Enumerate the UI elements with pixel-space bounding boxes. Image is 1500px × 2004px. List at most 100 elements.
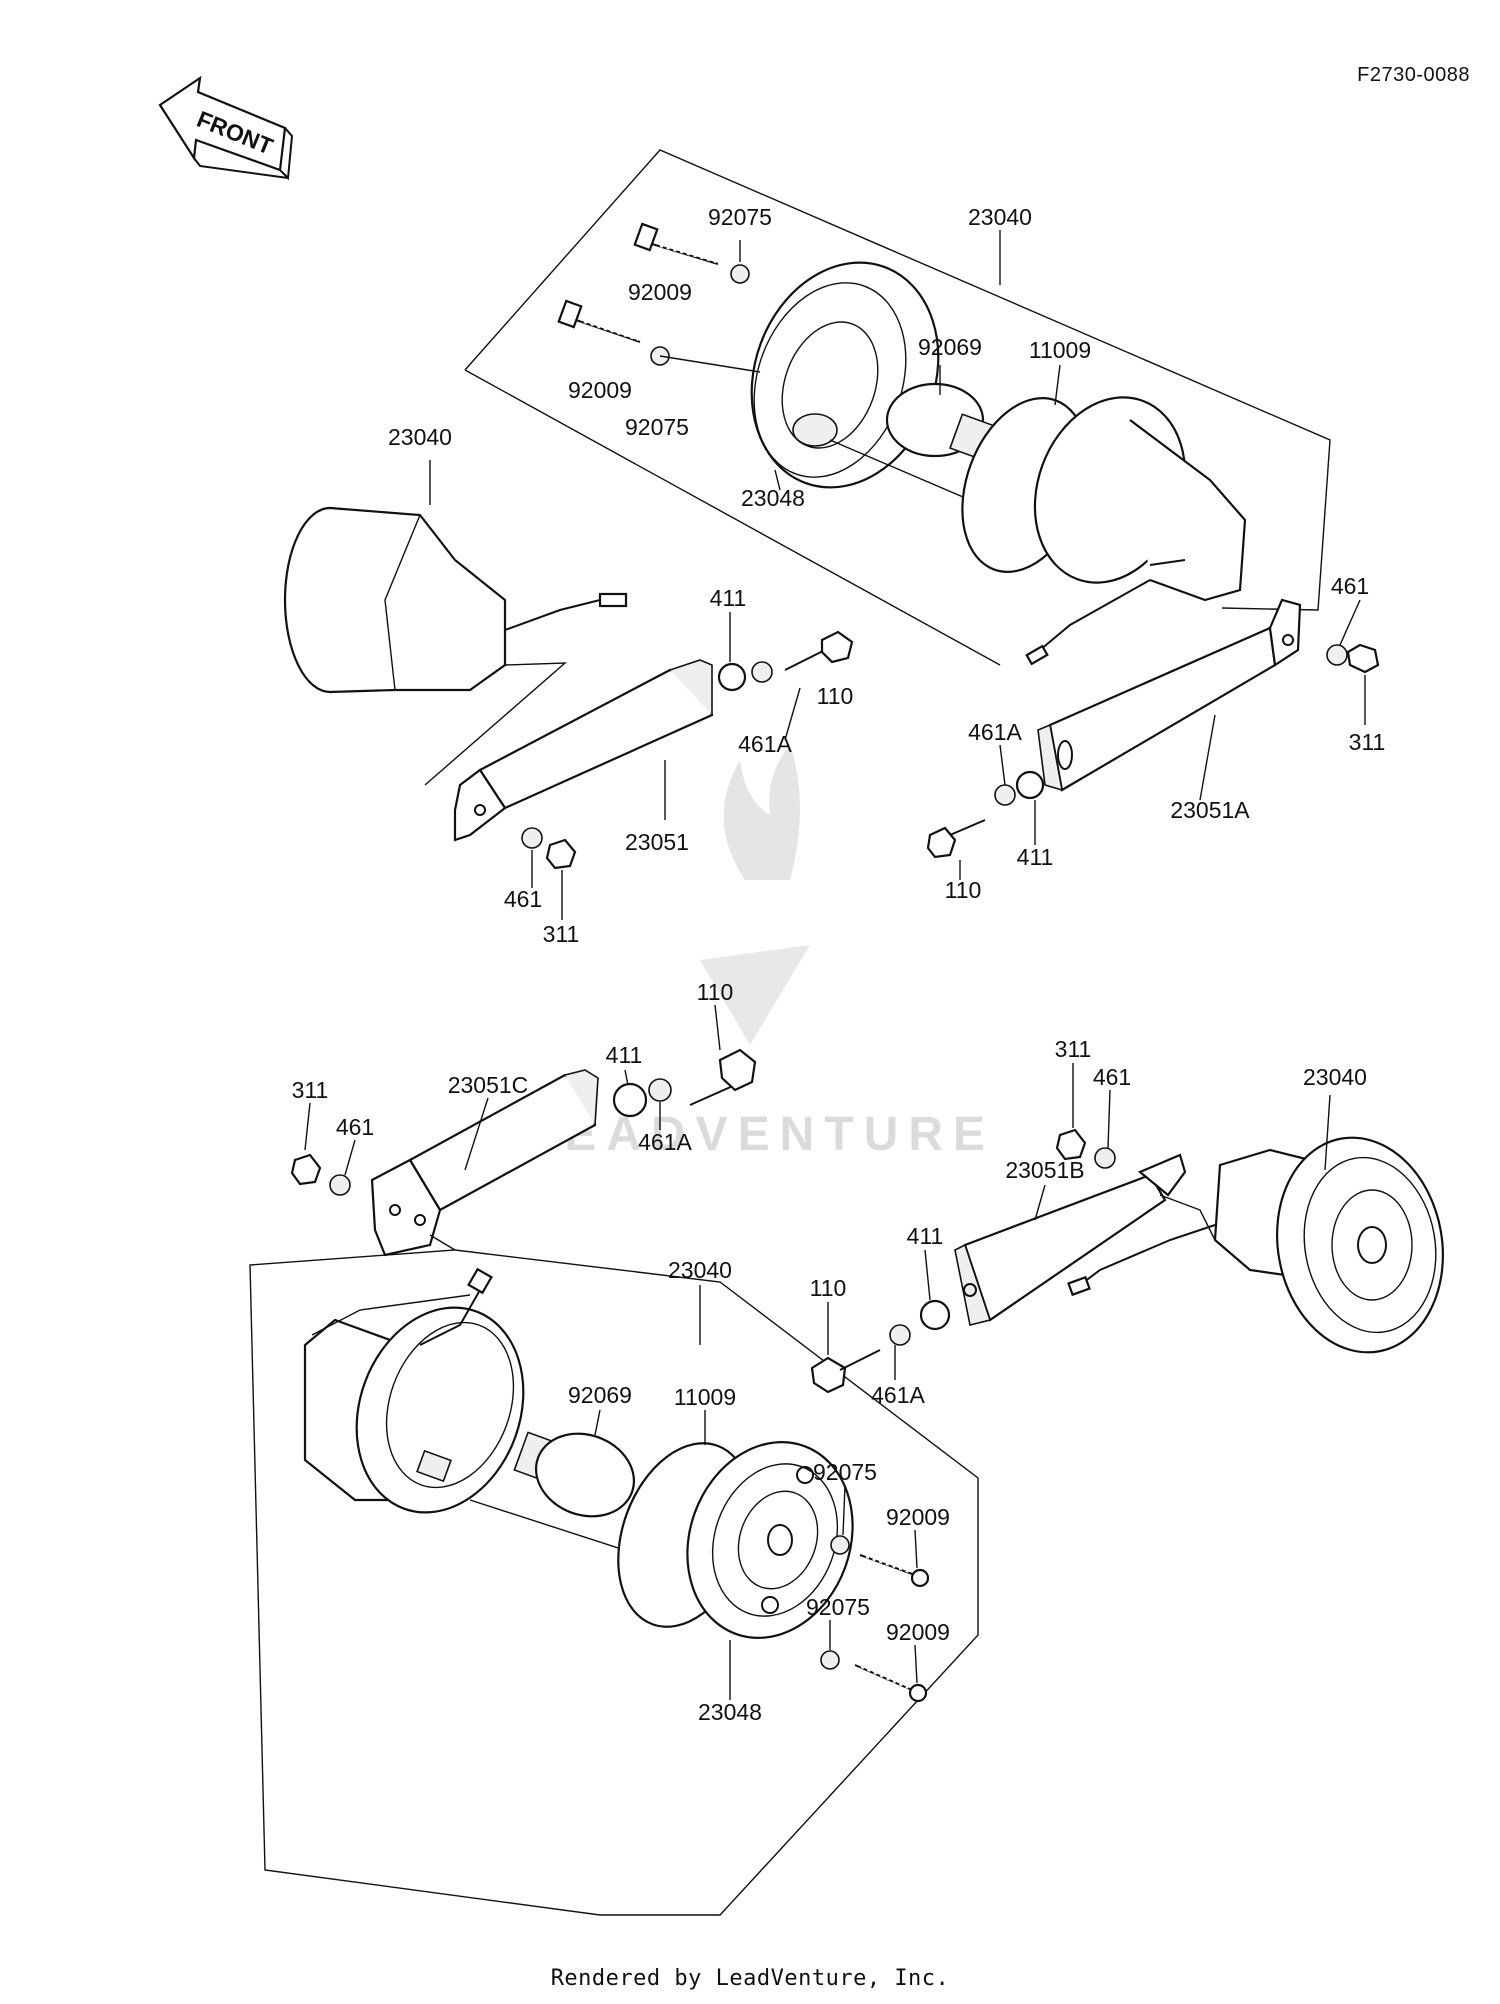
screw-92009-upper [633, 222, 719, 265]
group-outline-bottom-right [454, 1249, 979, 1916]
signal-housing-bottom [303, 1267, 525, 1514]
label-23040-top-right: 23040 [968, 204, 1032, 230]
nut-311-bottom-left [290, 1153, 322, 1186]
leader-line [659, 355, 761, 373]
watermark: LEADVENTURE [525, 745, 995, 1161]
label-23040-bottom: 23040 [668, 1257, 732, 1283]
washer-92075-bottom-upper [830, 1535, 850, 1555]
label-23048-bottom: 23048 [698, 1699, 762, 1725]
washer-461-bottom-left [329, 1174, 351, 1196]
stay-23051B [954, 1153, 1187, 1326]
washer-461-left [521, 827, 543, 849]
signal-housing-bottom-right [1067, 1136, 1445, 1354]
screw-92009-lower [557, 299, 641, 343]
watermark-text: LEADVENTURE [525, 1108, 995, 1161]
bulb-92069-top [885, 382, 1001, 463]
bulb-92069-bottom [513, 1431, 636, 1518]
group-outline-bottom-left [249, 1234, 601, 1916]
label-92075-bottom-upper: 92075 [813, 1459, 877, 1485]
label-92009-lower: 92009 [568, 377, 632, 403]
drawing-id: F2730-0088 [1357, 64, 1470, 86]
nut-311-right [1346, 643, 1380, 674]
label-23051A: 23051A [1170, 797, 1250, 823]
label-92075-upper: 92075 [708, 204, 772, 230]
leader-line [469, 1499, 641, 1556]
callout-labels: 23040 92075 92009 92009 92075 92069 1100… [292, 204, 1386, 1725]
washer-461A-right [994, 784, 1016, 806]
label-11009-bottom: 11009 [674, 1384, 736, 1410]
label-311-right: 311 [1349, 729, 1386, 755]
washer-411-left [717, 662, 747, 692]
label-23051B: 23051B [1005, 1157, 1084, 1183]
bolt-110-left [784, 630, 854, 671]
label-92009-bottom-lower: 92009 [886, 1619, 950, 1645]
bolt-110-bottom-left [689, 1048, 757, 1106]
label-92075-lower: 92075 [625, 414, 689, 440]
label-461A-right: 461A [968, 719, 1022, 745]
label-311-bottom-left: 311 [292, 1077, 329, 1103]
label-311-top-left: 311 [543, 921, 580, 947]
washer-92075-bottom-lower [820, 1650, 840, 1670]
label-110-top-left: 110 [817, 683, 854, 709]
nut-311-bottom-right [1055, 1128, 1087, 1161]
signal-housing-top-left [283, 506, 628, 694]
bolt-110-bottom-right [810, 1349, 881, 1394]
label-110-right: 110 [945, 877, 982, 903]
signal-housing-top-right [1025, 396, 1247, 666]
label-461-bottom-right: 461 [1093, 1064, 1131, 1090]
label-23040-bottom-right: 23040 [1303, 1064, 1367, 1090]
screw-92009-bottom-lower [854, 1664, 928, 1703]
label-411-bottom-right: 411 [907, 1223, 944, 1249]
stay-23051 [453, 659, 714, 842]
washer-461A-bottom-left [648, 1078, 672, 1102]
stay-23051A [1037, 598, 1302, 792]
label-411-bottom-left: 411 [606, 1042, 643, 1068]
footer-credit: Rendered by LeadVenture, Inc. [550, 1966, 950, 1991]
washer-461A-bottom-right [889, 1324, 911, 1346]
label-92009-upper: 92009 [628, 279, 692, 305]
washer-411-right [1015, 770, 1045, 800]
label-92069-top: 92069 [918, 334, 982, 360]
washer-92075-upper [730, 264, 750, 284]
lens-23048-bottom [686, 1441, 854, 1639]
washer-411-bottom-left [612, 1082, 648, 1118]
label-92009-bottom-upper: 92009 [886, 1504, 950, 1530]
label-411-top-left: 411 [710, 585, 747, 611]
washer-461-right [1326, 644, 1348, 666]
label-23051C: 23051C [448, 1072, 529, 1098]
lens-23048-top [750, 261, 940, 489]
washer-461-bottom-right [1094, 1147, 1116, 1169]
washer-411-bottom-right [919, 1299, 951, 1331]
label-110-bottom-left: 110 [697, 979, 734, 1005]
group-outline-left [424, 662, 567, 786]
group-outline-top-lower [464, 369, 1001, 666]
label-461A-bottom-right: 461A [871, 1382, 925, 1408]
v-watermark-icon [700, 945, 810, 1045]
label-311-bottom-right: 311 [1055, 1036, 1092, 1062]
nut-311-left [545, 838, 577, 870]
label-110-bottom-right: 110 [810, 1275, 847, 1301]
label-461A-bottom-left: 461A [638, 1129, 692, 1155]
label-461-bottom-left: 461 [336, 1114, 374, 1140]
label-461A-top-left: 461A [738, 731, 792, 757]
label-461-right: 461 [1331, 573, 1369, 599]
flame-watermark-icon [723, 745, 800, 880]
label-23040-top-left: 23040 [388, 424, 452, 450]
front-arrow-icon: FRONT [158, 75, 294, 181]
label-11009-top: 11009 [1029, 337, 1091, 363]
bolt-110-right [926, 819, 986, 859]
label-23048-top: 23048 [741, 485, 805, 511]
label-92069-bottom: 92069 [568, 1382, 632, 1408]
label-461-top-left: 461 [504, 886, 542, 912]
leader-line [1159, 1194, 1216, 1241]
label-92075-bottom-lower: 92075 [806, 1594, 870, 1620]
label-leaders [304, 230, 1366, 1700]
label-23051: 23051 [625, 829, 689, 855]
label-411-right: 411 [1017, 844, 1054, 870]
leader-line [311, 1294, 471, 1336]
stay-23051C [370, 1069, 599, 1257]
screw-92009-bottom-upper [859, 1554, 930, 1588]
washer-461A-left [751, 661, 773, 683]
